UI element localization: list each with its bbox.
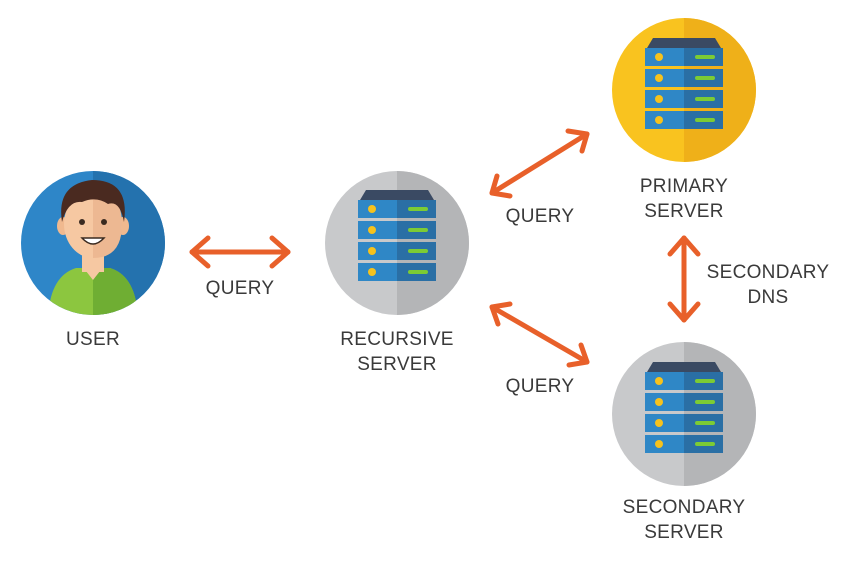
secondary-server-icon bbox=[612, 342, 756, 486]
secondary-dns-label: SECONDARY DNS bbox=[698, 260, 838, 310]
recursive-server-icon bbox=[325, 171, 469, 315]
secondary-server-label-line2: SERVER bbox=[644, 522, 724, 543]
query-label-user-recursive: QUERY bbox=[190, 276, 290, 301]
recursive-server-label-line2: SERVER bbox=[357, 354, 437, 375]
arrow-recursive-primary bbox=[489, 128, 590, 199]
query-label-recursive-secondary: QUERY bbox=[490, 374, 590, 399]
secondary-server-label-line1: SECONDARY bbox=[622, 497, 746, 518]
query-label-recursive-primary: QUERY bbox=[490, 204, 590, 229]
primary-server-label-line2: SERVER bbox=[644, 201, 724, 222]
primary-server-label: PRIMARY SERVER bbox=[614, 174, 754, 224]
arrow-primary-secondary bbox=[667, 235, 701, 323]
query-label-text: QUERY bbox=[505, 206, 575, 227]
user-label: USER bbox=[43, 327, 143, 352]
primary-server-icon bbox=[612, 18, 756, 162]
user-avatar-icon bbox=[21, 171, 165, 315]
secondary-dns-label-line1: SECONDARY bbox=[706, 262, 830, 283]
recursive-server-label: RECURSIVE SERVER bbox=[327, 327, 467, 377]
arrow-recursive-secondary bbox=[489, 301, 590, 368]
primary-server-label-line1: PRIMARY bbox=[639, 176, 729, 197]
secondary-server-label: SECONDARY SERVER bbox=[614, 495, 754, 545]
query-label-text: QUERY bbox=[205, 278, 275, 299]
secondary-dns-label-line2: DNS bbox=[747, 287, 789, 308]
recursive-server-label-line1: RECURSIVE bbox=[340, 329, 454, 350]
query-label-text: QUERY bbox=[505, 376, 575, 397]
arrow-user-recursive bbox=[189, 235, 291, 269]
user-label-text: USER bbox=[66, 329, 120, 350]
